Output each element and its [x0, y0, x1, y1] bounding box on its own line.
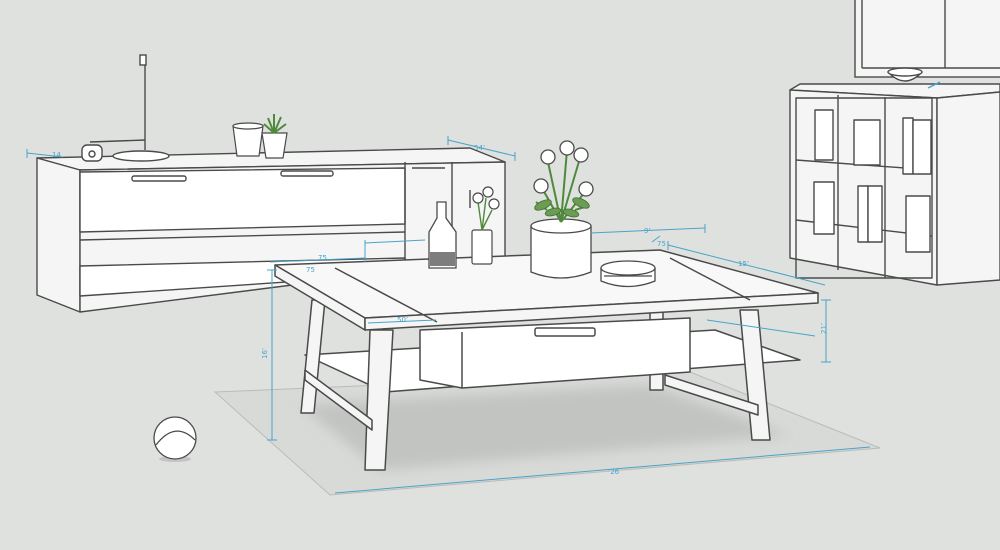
- desk-lamp-icon: [81, 54, 170, 162]
- table-shadow: [300, 385, 790, 470]
- dim-left-edge: 75: [306, 266, 315, 274]
- dim-shelf-width: 50’: [397, 316, 408, 324]
- potted-plant-icon: [530, 140, 594, 279]
- ball-icon: [153, 416, 197, 462]
- wall-screen: [854, 0, 1000, 78]
- flower-vase-icon: [471, 186, 500, 265]
- dim-leg-offset: 75: [318, 254, 327, 262]
- dim-table-height: 16’: [261, 348, 269, 359]
- bookshelf: [789, 67, 1000, 286]
- dim-top-depth: 15’: [738, 260, 749, 268]
- glass-vase-icon: [428, 201, 457, 269]
- coffee-table: [274, 249, 819, 471]
- dim-table-side-height: 21’: [820, 323, 828, 334]
- dim-top-width: 9’: [644, 227, 651, 235]
- dimension-annotations: [26, 136, 871, 494]
- dim-sideboard-depth: 14: [52, 151, 61, 159]
- sideboard: [36, 147, 506, 313]
- dim-top-corner: 75: [657, 240, 666, 248]
- dim-rug-width: ’26: [608, 468, 620, 476]
- round-tray: [600, 260, 656, 288]
- dim-sideboard-width: 54’: [474, 144, 485, 152]
- potted-plant-icon: [232, 114, 288, 159]
